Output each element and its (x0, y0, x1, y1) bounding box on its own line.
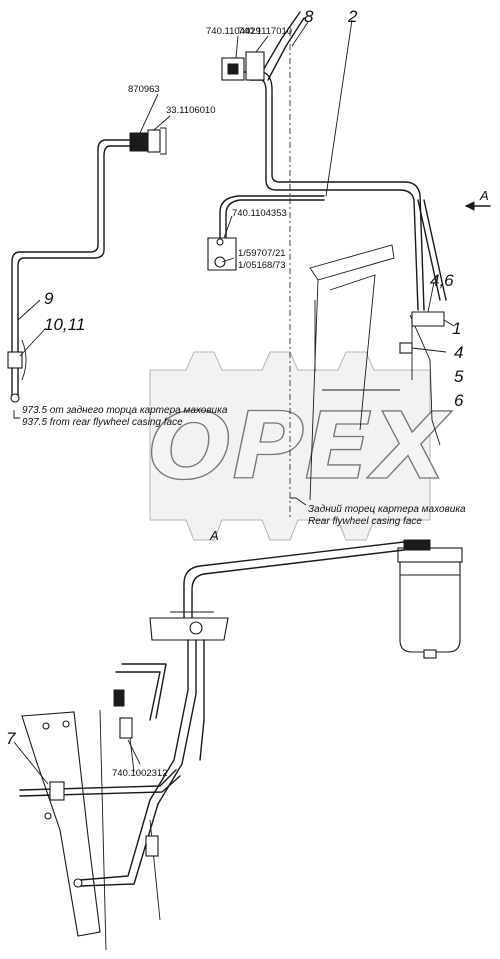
watermark-logo: OPEX (147, 351, 453, 541)
note-face-en: Rear flywheel casing face (308, 516, 422, 527)
callout-7: 7 (6, 729, 16, 748)
label-33-1106010: 33.1106010 (166, 105, 216, 116)
note-face-ru: Задний торец картера маховика (308, 504, 466, 515)
fitting-870963 (129, 132, 149, 152)
label-870963: 870963 (128, 84, 160, 95)
callout-5: 5 (454, 367, 464, 386)
callout-1: 1 (452, 319, 461, 338)
view-arrow-label: A (479, 188, 489, 203)
pipe-2 (243, 71, 425, 311)
fitting-33-1106010 (147, 129, 161, 153)
label-740-1002312: 740.1002312 (112, 768, 167, 779)
callout-2: 2 (347, 7, 358, 26)
callout-4-6: 4,6 (430, 271, 454, 290)
label-740-1104429: 740.1104429 (206, 26, 261, 37)
callout-8: 8 (304, 7, 314, 26)
label-740-1104353: 740.1104353 (232, 208, 287, 219)
watermark-text: OPEX (148, 393, 452, 500)
pipe-lower-main (183, 541, 405, 621)
label-740-1117010: 740.1117010 (238, 26, 292, 37)
note-dim-ru: 973.5 от заднего торца картера маховика (22, 405, 228, 416)
fitting-740-1117010 (245, 51, 265, 81)
fuel-filter (399, 559, 461, 653)
lower-view (13, 539, 463, 951)
note-dim-en: 937.5 from rear flywheel casing face (22, 417, 183, 428)
callout-4: 4 (454, 343, 463, 362)
label-1-59707-21: 1/59707/21 (238, 248, 286, 259)
callout-numbers: 8 2 9 10,11 4,6 1 4 5 6 7 (6, 7, 464, 748)
callout-6: 6 (454, 391, 464, 410)
part-labels: 740.1104429 740.1117010 870963 33.110601… (112, 26, 292, 779)
label-1-05168-73: 1/05168/73 (238, 260, 286, 271)
view-label: A (209, 528, 219, 543)
bracket-7 (21, 711, 101, 937)
callout-9: 9 (44, 289, 54, 308)
dimension-notes: 973.5 от заднего торца картера маховика … (22, 188, 489, 543)
upper-view (7, 11, 491, 520)
callout-10-11: 10,11 (44, 315, 85, 334)
pipe-9 (11, 139, 137, 401)
